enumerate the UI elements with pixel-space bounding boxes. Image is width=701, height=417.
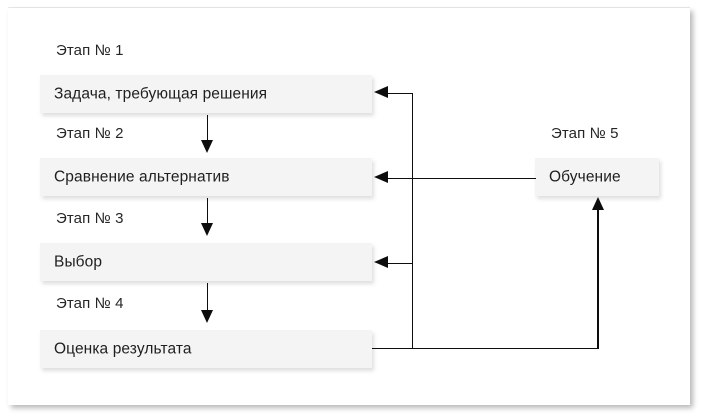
feedback-branch-to-box1 [388,92,413,95]
card-top-edge [8,7,690,8]
process-box-4[interactable]: Оценка результата [40,330,372,368]
process-box-2[interactable]: Сравнение альтернатив [40,158,372,196]
arrow-down-icon-1-2 [201,140,213,153]
feedback-riser-right [597,210,599,349]
arrow-down-icon-3-4 [201,310,213,323]
process-box-1[interactable]: Задача, требующая решения [40,75,372,113]
stage-label-4: Этап № 4 [56,295,124,312]
connector-2-3-stem [206,198,209,224]
feedback-riser-left [411,93,414,349]
feedback-branch-to-box2 [388,177,536,180]
arrow-left-icon-to-box2 [374,171,388,183]
feedback-bus-bottom [372,347,599,350]
arrow-left-icon-to-box1 [374,86,388,98]
connector-1-2-stem [206,115,209,141]
arrow-left-icon-to-box3 [374,256,388,268]
process-box-5-label: Обучение [549,168,621,186]
connector-3-4-stem [206,283,209,311]
process-box-3[interactable]: Выбор [40,243,372,281]
process-box-2-label: Сравнение альтернатив [54,168,230,186]
feedback-branch-to-box3 [388,262,413,265]
stage-label-1: Этап № 1 [56,42,124,59]
stage-label-3: Этап № 3 [56,210,124,227]
process-box-3-label: Выбор [54,253,103,271]
stage-label-5: Этап № 5 [551,125,619,142]
process-box-1-label: Задача, требующая решения [54,85,268,103]
stage-label-2: Этап № 2 [56,125,124,142]
arrow-down-icon-2-3 [201,223,213,236]
process-box-4-label: Оценка результата [54,340,192,358]
process-box-5[interactable]: Обучение [535,158,659,196]
arrow-up-icon-to-box5 [591,197,604,210]
